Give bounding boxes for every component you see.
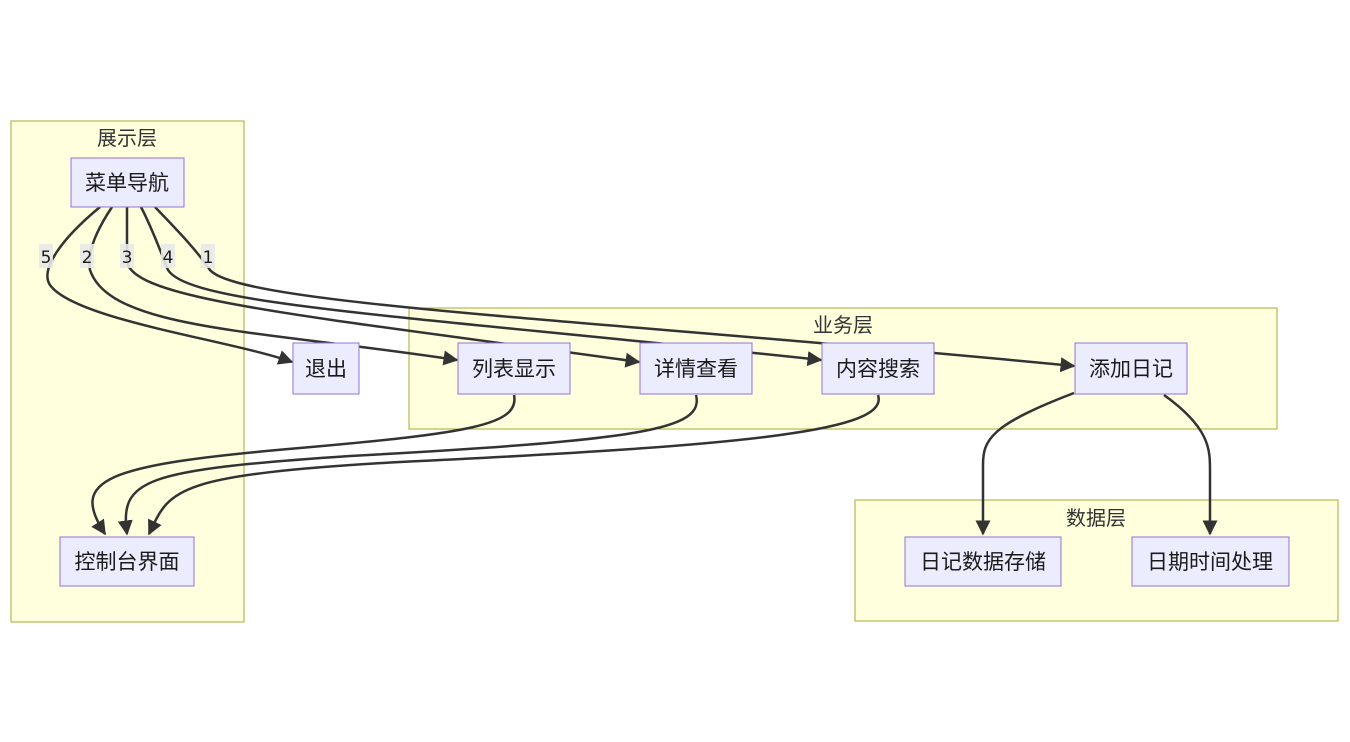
node-datetime-processing[interactable]: 日期时间处理 <box>1131 536 1290 587</box>
node-datetime-processing-label: 日期时间处理 <box>1147 550 1273 574</box>
cluster-presentation-label: 展示层 <box>97 126 157 150</box>
edge-label-1-text: 1 <box>203 248 214 268</box>
edge-label-4-text: 4 <box>163 248 174 268</box>
node-list-display-label: 列表显示 <box>472 357 556 381</box>
edge-menu-exit <box>46 206 294 365</box>
edge-label-3-text: 3 <box>122 248 133 268</box>
edge-search-console <box>147 394 880 536</box>
node-diary-data-storage[interactable]: 日记数据存储 <box>904 536 1062 587</box>
edge-add-datetime <box>1163 393 1218 536</box>
edge-label-4: 4 <box>161 244 175 268</box>
node-detail-view-label: 详情查看 <box>654 357 738 381</box>
edge-label-3: 3 <box>120 244 134 268</box>
edge-label-5-text: 5 <box>41 248 52 268</box>
edge-add-storage <box>975 391 1075 536</box>
cluster-data-label: 数据层 <box>1066 506 1126 530</box>
node-detail-view[interactable]: 详情查看 <box>639 342 753 395</box>
edge-detail-console <box>117 394 699 536</box>
node-list-display[interactable]: 列表显示 <box>457 342 571 395</box>
edge-label-2-text: 2 <box>82 248 93 268</box>
cluster-business-label: 业务层 <box>813 313 873 337</box>
edge-menu-search <box>139 206 823 367</box>
node-add-diary-label: 添加日记 <box>1089 357 1173 381</box>
node-add-diary[interactable]: 添加日记 <box>1074 342 1188 395</box>
edges <box>46 206 1218 536</box>
node-exit[interactable]: 退出 <box>292 342 360 395</box>
node-console-interface[interactable]: 控制台界面 <box>59 536 195 587</box>
node-exit-label: 退出 <box>305 357 347 381</box>
node-menu-navigation-label: 菜单导航 <box>85 171 169 195</box>
edge-list-console <box>91 394 516 536</box>
node-diary-data-storage-label: 日记数据存储 <box>920 550 1046 574</box>
edge-label-2: 2 <box>80 244 94 268</box>
node-console-interface-label: 控制台界面 <box>75 550 180 574</box>
edge-label-5: 5 <box>39 244 53 268</box>
node-menu-navigation[interactable]: 菜单导航 <box>70 157 185 208</box>
node-content-search[interactable]: 内容搜索 <box>821 342 935 395</box>
edge-label-1: 1 <box>201 244 215 268</box>
node-content-search-label: 内容搜索 <box>836 357 920 381</box>
edge-menu-add <box>154 206 1076 373</box>
